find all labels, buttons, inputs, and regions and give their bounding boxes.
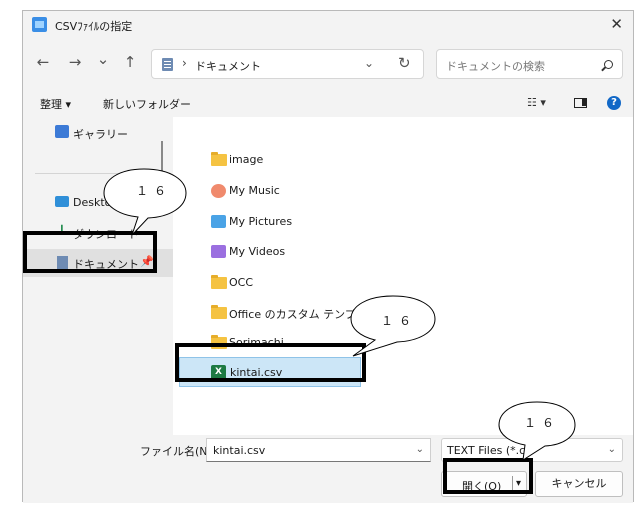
search-placeholder: ドキュメントの検索 xyxy=(446,60,545,73)
file-name: image xyxy=(229,153,264,166)
documents-icon xyxy=(162,58,173,71)
file-name: My Music xyxy=(229,184,280,197)
title-bar: CSVﾌｧｲﾙの指定 ✕ xyxy=(23,11,633,39)
refresh-icon[interactable]: ↻ xyxy=(398,54,411,72)
up-arrow-icon[interactable]: ↑ xyxy=(123,53,137,71)
sidebar-item-label: Deskto xyxy=(73,196,112,209)
callout-bubble-3 xyxy=(498,401,576,461)
list-item[interactable]: My Pictures xyxy=(207,209,407,235)
cancel-button[interactable]: キャンセル xyxy=(535,471,623,497)
navigation-bar: ← → ⌄ ↑ › ドキュメント ⌄ ↻ ドキュメントの検索 xyxy=(23,45,633,79)
file-list: image My Music My Pictures My Videos OCC… xyxy=(173,117,633,435)
list-item[interactable]: My Videos xyxy=(207,239,407,265)
open-split-divider xyxy=(512,476,513,494)
breadcrumb-separator-icon: › xyxy=(182,56,187,70)
list-item-selected[interactable]: X kintai.csv xyxy=(179,357,361,387)
file-name: Office のカスタム テンプレート xyxy=(229,308,389,321)
callout-bubble-2 xyxy=(350,295,436,357)
pictures-folder-icon xyxy=(211,215,226,228)
folder-icon xyxy=(211,275,227,289)
search-icon[interactable] xyxy=(604,60,613,69)
preview-pane-icon[interactable] xyxy=(574,98,587,108)
filename-label: ファイル名(N): xyxy=(140,445,216,458)
list-item[interactable]: OCC xyxy=(207,270,407,296)
filetype-value: TEXT Files (*.cs xyxy=(447,444,531,457)
view-options-icon[interactable]: ☷ ▾ xyxy=(527,96,546,109)
file-name: kintai.csv xyxy=(230,366,283,379)
address-dropdown-chevron-icon[interactable]: ⌄ xyxy=(364,56,375,70)
file-name: OCC xyxy=(229,276,254,289)
forward-arrow-icon[interactable]: → xyxy=(68,53,82,71)
sidebar-item-label: ギャラリー xyxy=(73,128,128,141)
filetype-chevron-icon[interactable]: ⌄ xyxy=(607,444,616,455)
search-box[interactable]: ドキュメントの検索 xyxy=(436,49,623,79)
filename-dropdown-chevron-icon[interactable]: ⌄ xyxy=(415,444,424,455)
close-icon[interactable]: ✕ xyxy=(610,15,623,33)
address-bar[interactable]: › ドキュメント ⌄ ↻ xyxy=(151,49,424,79)
window-title: CSVﾌｧｲﾙの指定 xyxy=(55,20,133,33)
folder-icon xyxy=(211,305,227,319)
filename-field[interactable]: kintai.csv ⌄ xyxy=(206,438,431,462)
organize-button[interactable]: 整理 ▾ xyxy=(40,98,72,111)
filename-value: kintai.csv xyxy=(213,444,266,457)
list-item[interactable]: image xyxy=(207,147,407,173)
callout-bubble-1 xyxy=(103,168,187,236)
music-folder-icon xyxy=(211,184,226,198)
back-arrow-icon[interactable]: ← xyxy=(36,53,50,71)
list-item[interactable]: Office のカスタム テンプレート xyxy=(207,300,407,326)
pin-icon[interactable]: 📌 xyxy=(140,255,154,268)
desktop-icon xyxy=(55,196,69,207)
documents-icon xyxy=(57,256,68,269)
file-name: My Pictures xyxy=(229,215,293,228)
file-dialog-window: CSVﾌｧｲﾙの指定 ✕ ← → ⌄ ↑ › ドキュメント ⌄ ↻ ドキュメント… xyxy=(22,10,634,503)
app-icon xyxy=(32,17,47,32)
sidebar-divider xyxy=(35,173,161,174)
help-icon[interactable]: ? xyxy=(607,96,621,110)
sidebar-item-gallery[interactable]: ギャラリー xyxy=(23,119,173,147)
file-name: My Videos xyxy=(229,245,286,258)
list-item[interactable]: My Music xyxy=(207,178,407,204)
open-dropdown-icon[interactable]: ▾ xyxy=(516,478,522,489)
folder-icon xyxy=(211,152,227,166)
callout-label-2: １６ xyxy=(381,314,418,328)
highlight-box-kintai xyxy=(175,343,366,382)
open-button-label: 開く(O) xyxy=(462,480,502,493)
callout-label-1: １６ xyxy=(136,184,173,198)
highlight-box-open-button xyxy=(443,458,533,494)
sidebar-item-desktop[interactable]: Deskto xyxy=(23,189,173,217)
command-bar: 整理 ▾ 新しいフォルダー ☷ ▾ ? xyxy=(23,91,633,115)
callout-label-3: １６ xyxy=(524,416,561,430)
gallery-icon xyxy=(55,125,69,138)
excel-csv-icon: X xyxy=(211,365,226,380)
sidebar-scrollbar[interactable] xyxy=(161,141,163,175)
highlight-box-documents xyxy=(23,231,157,273)
sidebar-item-label: ドキュメント xyxy=(73,258,139,271)
new-folder-button[interactable]: 新しいフォルダー xyxy=(103,98,191,111)
breadcrumb-documents[interactable]: ドキュメント xyxy=(195,60,261,73)
recent-locations-chevron-icon[interactable]: ⌄ xyxy=(96,50,110,68)
videos-folder-icon xyxy=(211,245,226,258)
